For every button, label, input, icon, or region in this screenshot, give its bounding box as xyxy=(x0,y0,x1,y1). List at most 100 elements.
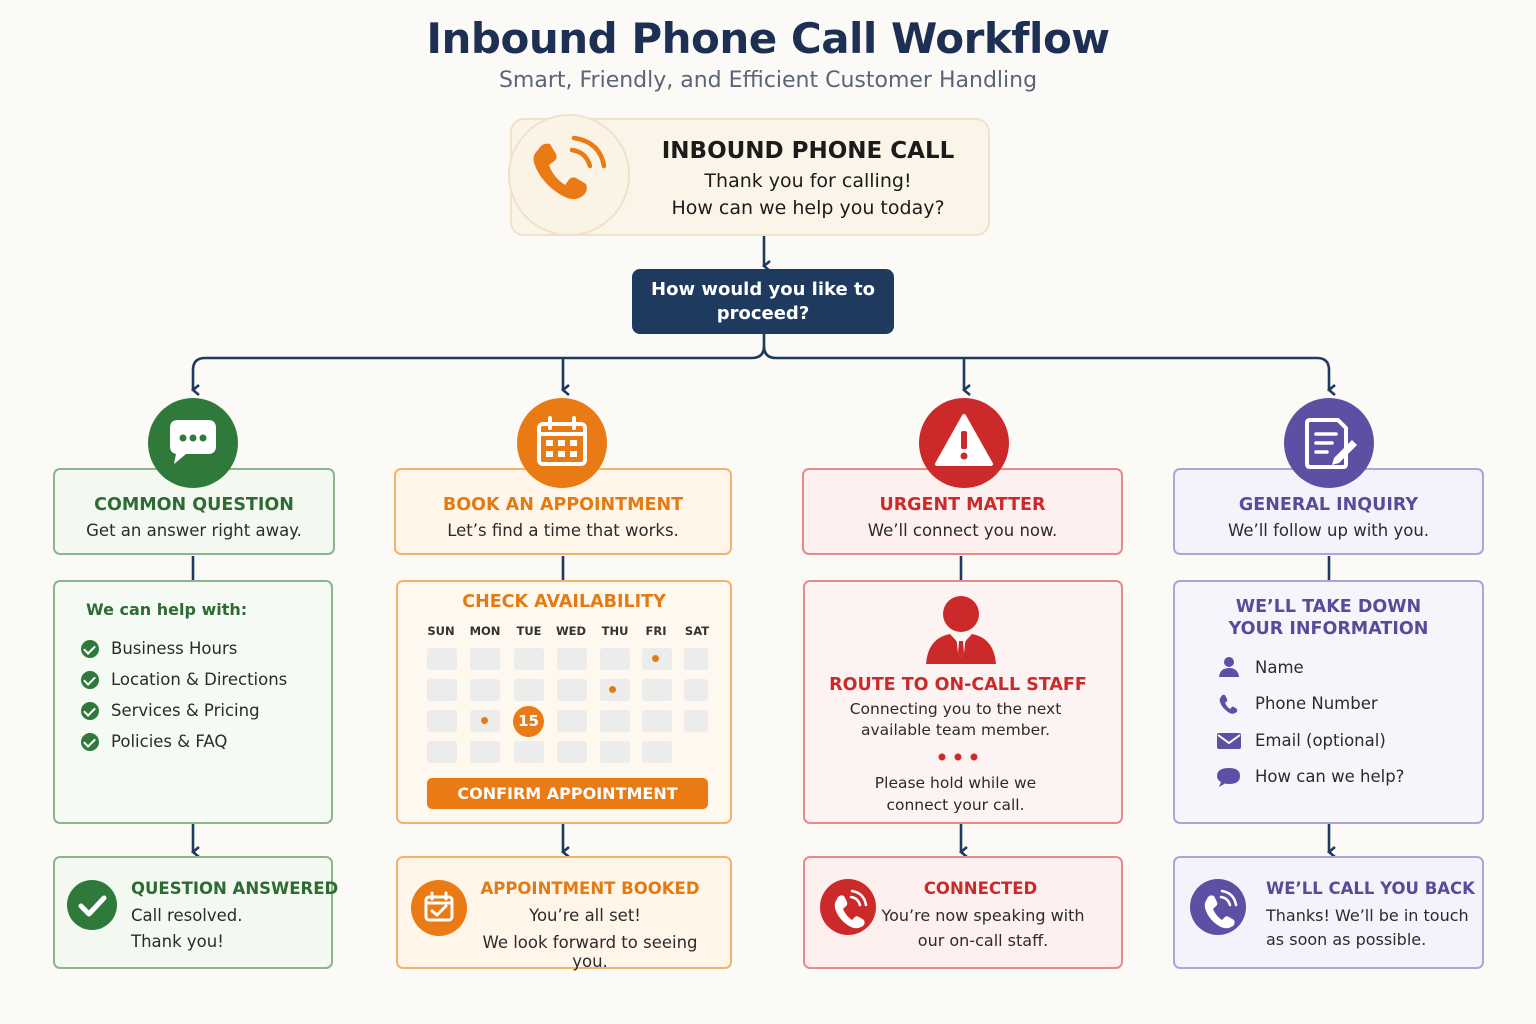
calendar-icon xyxy=(537,416,587,466)
day-label: SUN xyxy=(427,624,455,638)
day-label: SAT xyxy=(684,624,710,638)
book-appointment-icon-circle xyxy=(517,398,607,488)
availability-dot xyxy=(652,655,659,662)
decision-line-2: proceed? xyxy=(716,303,810,324)
calendar-cell[interactable] xyxy=(470,741,500,763)
calendar-cell[interactable] xyxy=(642,679,672,701)
connected-title: CONNECTED xyxy=(923,879,1038,898)
chat-bubble-icon xyxy=(170,420,216,464)
phone-icon xyxy=(1219,694,1238,714)
calendar-cell[interactable] xyxy=(427,741,457,763)
calendar-cell[interactable] xyxy=(557,710,587,732)
call-back-title: WE’LL CALL YOU BACK xyxy=(1266,879,1475,898)
calendar-cell[interactable] xyxy=(684,710,708,732)
calendar-cell[interactable] xyxy=(642,710,672,732)
loading-dots-icon xyxy=(938,753,978,761)
start-icon-circle xyxy=(508,114,630,236)
call-back-line-2: as soon as possible. xyxy=(1266,930,1427,949)
info-title-line-1: WE’LL TAKE DOWN xyxy=(1235,597,1422,617)
help-item: Policies & FAQ xyxy=(111,732,228,751)
urgent-matter-title: URGENT MATTER xyxy=(879,495,1046,515)
availability-dot xyxy=(609,686,616,693)
calendar-cell[interactable] xyxy=(427,710,457,732)
urgent-matter-subtitle: We’ll connect you now. xyxy=(867,521,1058,540)
calendar-cell[interactable] xyxy=(684,648,708,670)
check-availability-title: CHECK AVAILABILITY xyxy=(462,592,666,612)
warning-icon xyxy=(935,414,993,466)
decision-box: How would you like to proceed? xyxy=(632,269,894,334)
appointment-booked-title: APPOINTMENT BOOKED xyxy=(480,879,700,898)
calendar-cell[interactable] xyxy=(557,648,587,670)
info-field: Phone Number xyxy=(1255,694,1378,713)
info-field: Name xyxy=(1255,658,1304,677)
calendar-cell[interactable] xyxy=(514,741,544,763)
day-label: THU xyxy=(601,624,629,638)
calendar-cell[interactable] xyxy=(600,710,630,732)
phone-callback-icon xyxy=(1190,879,1246,935)
book-appointment-subtitle: Let’s find a time that works. xyxy=(447,521,679,540)
email-icon xyxy=(1217,733,1241,749)
day-label: TUE xyxy=(516,624,542,638)
help-heading: We can help with: xyxy=(86,600,248,619)
calendar-cell[interactable] xyxy=(514,679,544,701)
hold-line-2: connect your call. xyxy=(886,796,1025,814)
appointment-booked-line-1: You’re all set! xyxy=(529,906,641,925)
route-line-2: available team member. xyxy=(860,721,1050,739)
speech-bubble-icon xyxy=(1217,768,1240,787)
page-subtitle: Smart, Friendly, and Efficient Customer … xyxy=(498,68,1038,93)
calendar-cell[interactable] xyxy=(514,648,544,670)
selected-date[interactable]: 15 xyxy=(513,706,544,737)
calendar-cell[interactable] xyxy=(684,679,708,701)
day-label: MON xyxy=(469,624,501,638)
common-question-subtitle: Get an answer right away. xyxy=(86,521,302,540)
help-item: Business Hours xyxy=(111,639,238,658)
branch-line xyxy=(190,334,766,396)
calendar-cell[interactable] xyxy=(557,741,587,763)
calendar-cell[interactable] xyxy=(600,648,630,670)
urgent-matter-icon-circle xyxy=(919,398,1009,488)
calendar-cell[interactable] xyxy=(600,741,630,763)
start-title: INBOUND PHONE CALL xyxy=(661,138,955,164)
route-line-1: Connecting you to the next xyxy=(849,700,1062,718)
general-inquiry-icon-circle xyxy=(1284,398,1374,488)
question-answered-line-2: Thank you! xyxy=(131,932,224,951)
calendar-cell[interactable] xyxy=(427,648,457,670)
check-icon xyxy=(81,640,99,658)
day-label: WED xyxy=(555,624,587,638)
hold-line-1: Please hold while we xyxy=(874,774,1037,792)
help-item: Services & Pricing xyxy=(111,701,260,720)
check-icon xyxy=(81,702,99,720)
info-field: Email (optional) xyxy=(1255,731,1386,750)
help-item: Location & Directions xyxy=(111,670,288,689)
calendar-cell[interactable] xyxy=(470,648,500,670)
decision-line-1: How would you like to xyxy=(651,279,875,300)
document-edit-icon xyxy=(1305,418,1357,469)
appointment-booked-line-2: We look forward to seeing you. xyxy=(482,933,698,971)
check-icon xyxy=(81,671,99,689)
connected-line-1: You’re now speaking with xyxy=(881,906,1085,925)
connected-line-2: our on-call staff. xyxy=(917,931,1049,950)
calendar-cell[interactable] xyxy=(557,679,587,701)
general-inquiry-title: GENERAL INQUIRY xyxy=(1238,495,1419,515)
call-back-line-1: Thanks! We’ll be in touch xyxy=(1266,906,1469,925)
checkmark-circle-icon xyxy=(67,880,117,930)
phone-connected-icon xyxy=(820,879,876,935)
calendar-cell[interactable] xyxy=(470,679,500,701)
info-field: How can we help? xyxy=(1255,767,1405,786)
common-question-card xyxy=(53,468,335,555)
staff-person-icon xyxy=(926,596,996,664)
common-question-icon-circle xyxy=(148,398,238,488)
day-label: FRI xyxy=(645,624,667,638)
help-list-card xyxy=(53,580,333,824)
general-inquiry-subtitle: We’ll follow up with you. xyxy=(1227,521,1430,540)
book-appointment-title: BOOK AN APPOINTMENT xyxy=(442,495,684,515)
confirm-appointment-button[interactable]: CONFIRM APPOINTMENT xyxy=(427,778,708,809)
calendar-cell[interactable] xyxy=(642,741,672,763)
page-title: Inbound Phone Call Workflow xyxy=(426,14,1110,63)
calendar-cell[interactable] xyxy=(427,679,457,701)
question-answered-title: QUESTION ANSWERED xyxy=(131,879,339,898)
start-line-1: Thank you for calling! xyxy=(704,170,912,192)
calendar-check-icon xyxy=(411,880,467,936)
question-answered-line-1: Call resolved. xyxy=(131,906,243,925)
